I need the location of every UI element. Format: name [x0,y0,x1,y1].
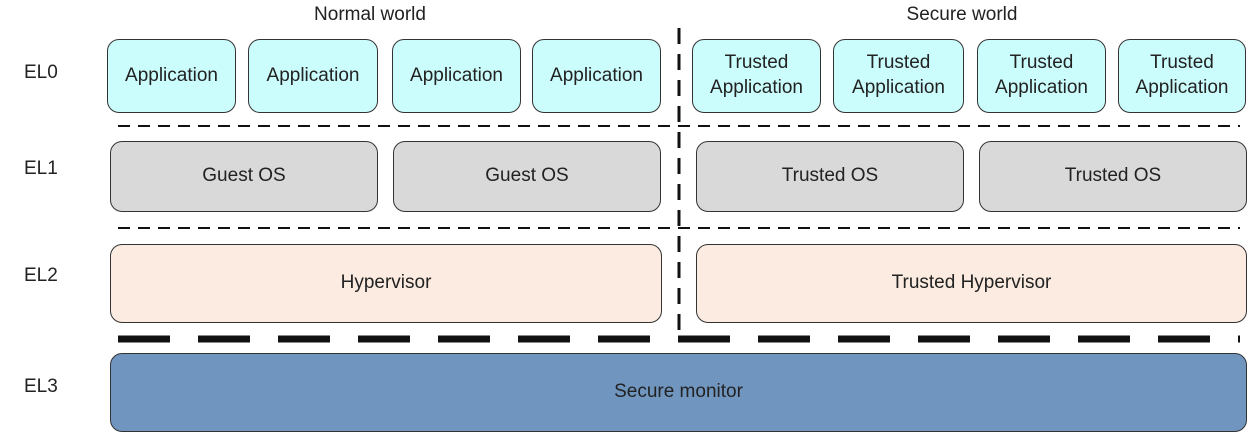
normal-application-box: Application [532,39,661,113]
normal-world-title: Normal world [314,4,426,25]
level-label-el2: EL2 [24,265,58,286]
guest-os-box: Guest OS [393,141,661,212]
trusted-application-label: Trusted Application [995,52,1088,98]
trusted-os-label: Trusted OS [781,165,879,187]
hypervisor-box: Hypervisor [110,244,662,323]
trusted-os-box: Trusted OS [696,141,964,212]
trusted-application-box: Trusted Application [977,39,1106,113]
trusted-application-box: Trusted Application [833,39,964,113]
trusted-hypervisor-label: Trusted Hypervisor [891,272,1052,294]
trusted-application-box: Trusted Application [1118,39,1246,113]
application-label: Application [266,64,360,86]
application-label: Application [125,64,218,86]
secure-monitor-box: Secure monitor [110,353,1247,432]
normal-application-box: Application [392,39,521,113]
guest-os-label: Guest OS [202,165,286,187]
hypervisor-label: Hypervisor [340,272,432,294]
guest-os-box: Guest OS [110,141,378,212]
trusted-application-label: Trusted Application [852,52,945,98]
level-label-el1: EL1 [24,158,58,179]
trusted-os-label: Trusted OS [1064,165,1162,187]
trusted-application-label: Trusted Application [1135,52,1229,98]
secure-world-title: Secure world [906,4,1018,25]
application-label: Application [550,64,643,86]
level-label-el3: EL3 [24,376,58,397]
trusted-os-box: Trusted OS [979,141,1247,212]
application-label: Application [410,64,503,86]
secure-monitor-label: Secure monitor [614,381,743,403]
normal-application-box: Application [107,39,236,113]
trusted-application-label: Trusted Application [710,52,803,98]
normal-application-box: Application [248,39,378,113]
trusted-application-box: Trusted Application [692,39,821,113]
level-label-el0: EL0 [24,62,58,83]
trusted-hypervisor-box: Trusted Hypervisor [696,244,1247,323]
guest-os-label: Guest OS [485,165,569,187]
